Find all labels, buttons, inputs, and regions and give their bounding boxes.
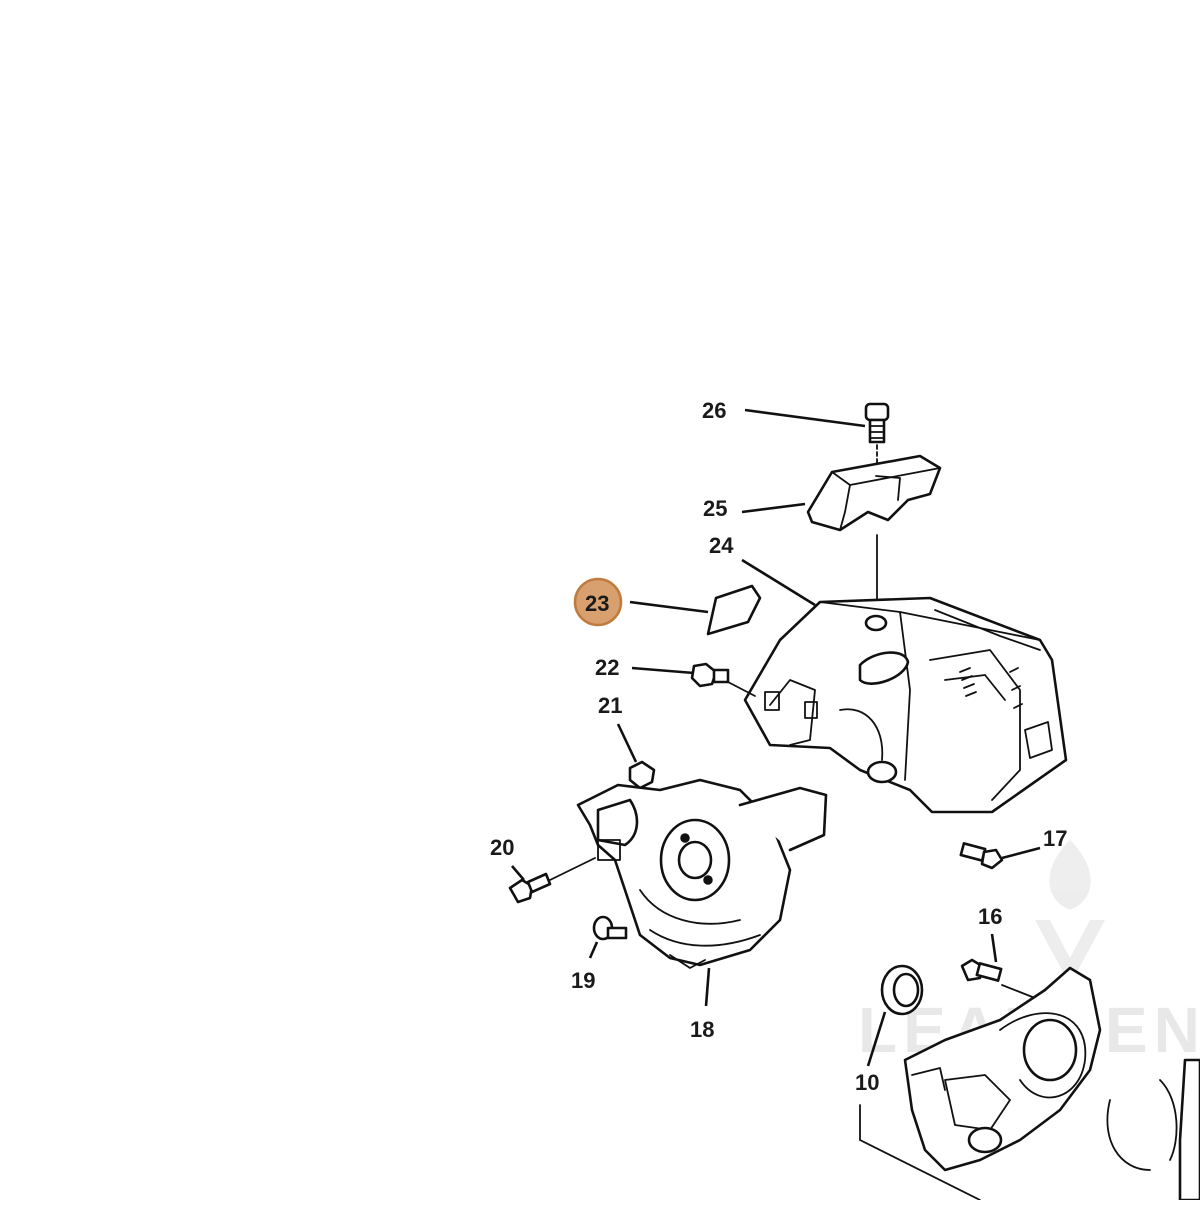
flame-icon	[1049, 840, 1091, 910]
v-logo-icon	[1035, 920, 1105, 985]
part-22-screw	[690, 662, 756, 697]
callout-20[interactable]: 20	[490, 835, 514, 860]
part-23-label-plate	[706, 584, 762, 636]
callout-16[interactable]: 16	[978, 904, 1002, 929]
part-18-housing	[576, 778, 828, 969]
callout-10[interactable]: 10	[855, 1070, 879, 1095]
part-17-screw	[959, 842, 1004, 870]
crankcase-assembly	[859, 966, 1200, 1202]
callout-26[interactable]: 26	[702, 398, 726, 423]
part-26-screw	[864, 402, 890, 486]
part-21-nut	[628, 760, 656, 790]
highlight-circle	[573, 577, 623, 627]
callout-17[interactable]: 17	[1043, 826, 1067, 851]
callout-21[interactable]: 21	[598, 693, 622, 718]
part-19-screw	[592, 915, 628, 941]
callout-24[interactable]: 24	[709, 533, 734, 558]
part-24-cover	[743, 596, 1068, 814]
callout-23[interactable]: 23	[585, 591, 609, 616]
callout-25[interactable]: 25	[703, 496, 727, 521]
part-10-seal	[880, 964, 924, 1016]
callout-19[interactable]: 19	[571, 968, 595, 993]
part-25-bracket	[806, 454, 942, 613]
callout-18[interactable]: 18	[690, 1017, 714, 1042]
part-20-bolt	[508, 857, 596, 904]
leader-lines	[511, 408, 1041, 1067]
callout-22[interactable]: 22	[595, 655, 619, 680]
callout-labels: 26 25 24 23 22 21 20 19 18 17 16 10	[490, 398, 1067, 1095]
